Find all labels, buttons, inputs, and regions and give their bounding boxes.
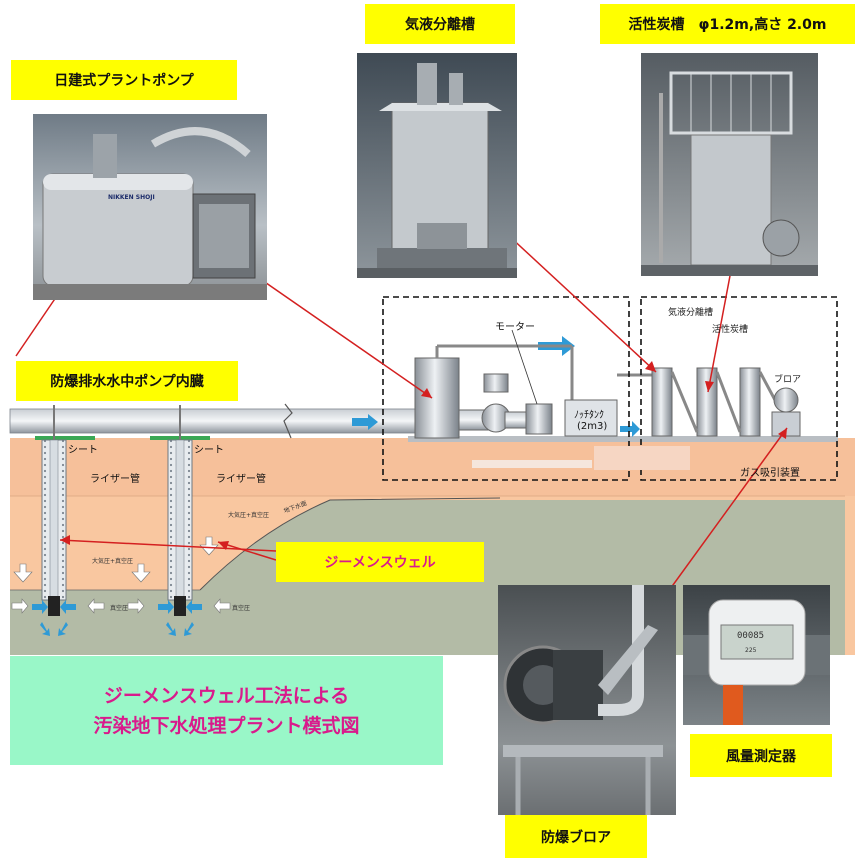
label-explosion-proof-blower: 防爆ブロア [505, 815, 647, 858]
gas-suction-drawing [617, 367, 801, 437]
flow-arrow [620, 421, 640, 437]
water-treatment-box [382, 296, 630, 481]
meter-display: 00085 [737, 631, 765, 641]
carbon-tank-photo [641, 53, 818, 276]
blower-small-label: ブロア [774, 375, 802, 385]
carbon-small-label: 活性炭槽 [712, 325, 749, 335]
soil-top-band [10, 438, 855, 496]
sheet-label-left: シート [68, 445, 98, 456]
label-siemens-well: ジーメンスウェル [276, 542, 484, 582]
pump-photo: NIKKEN SHOJI [33, 114, 267, 300]
pressure-arrows [11, 536, 231, 614]
motor-pump-drawing [504, 329, 553, 435]
vacuum-label-1: 真空圧 [110, 605, 129, 612]
diagram-title-box: ジーメンスウェル工法による 汚染地下水処理プラント模式図 [10, 656, 443, 765]
header-pipe [9, 408, 416, 434]
notch-tank-drawing [564, 399, 618, 437]
motor-label: モーター [495, 322, 535, 333]
label-activated-carbon: 活性炭槽 φ1.2m,高さ 2.0m [600, 4, 855, 44]
well-left [41, 405, 67, 616]
gas-suction-label: ガス吸引装置 [740, 468, 800, 479]
flow-arrow [352, 414, 378, 430]
notch-tank-label: ﾉｯﾁﾀﾝｸ [574, 410, 604, 421]
notch-tank-capacity: (2m3) [577, 421, 608, 432]
label-nikken-pump: 日建式プラントポンプ [11, 60, 237, 100]
riser-label-right: ライザー管 [216, 474, 266, 485]
diagram-title-line2: 汚染地下水処理プラント模式図 [93, 714, 360, 737]
label-explosion-proof-pump: 防爆排水水中ポンプ内臓 [16, 361, 238, 401]
label-gas-liquid-separator: 気液分離槽 [365, 4, 515, 44]
base-slab [408, 436, 838, 442]
sheet-label-right: シート [194, 445, 224, 456]
pressure-label-2: 大気圧+真空圧 [228, 512, 270, 519]
separator-photo [357, 53, 517, 278]
blower-photo [498, 585, 676, 815]
well-right [167, 405, 193, 616]
gas-liquid-tank-drawing [414, 344, 574, 439]
pump-brand-plate: NIKKEN SHOJI [108, 194, 155, 201]
meter-display-sub: 225 [745, 647, 757, 654]
suction-arrows [32, 600, 202, 636]
diagram-title-line1: ジーメンスウェル工法による [103, 684, 350, 707]
vacuum-label-2: 真空圧 [232, 605, 251, 612]
pressure-label-1: 大気圧+真空圧 [92, 558, 134, 565]
label-airflow-meter: 風量測定器 [690, 734, 832, 777]
meter-photo: 00085 225 [683, 585, 830, 725]
riser-label-left: ライザー管 [90, 474, 140, 485]
groundwater-line [199, 497, 501, 591]
separator-small-label: 気液分離槽 [668, 308, 714, 318]
